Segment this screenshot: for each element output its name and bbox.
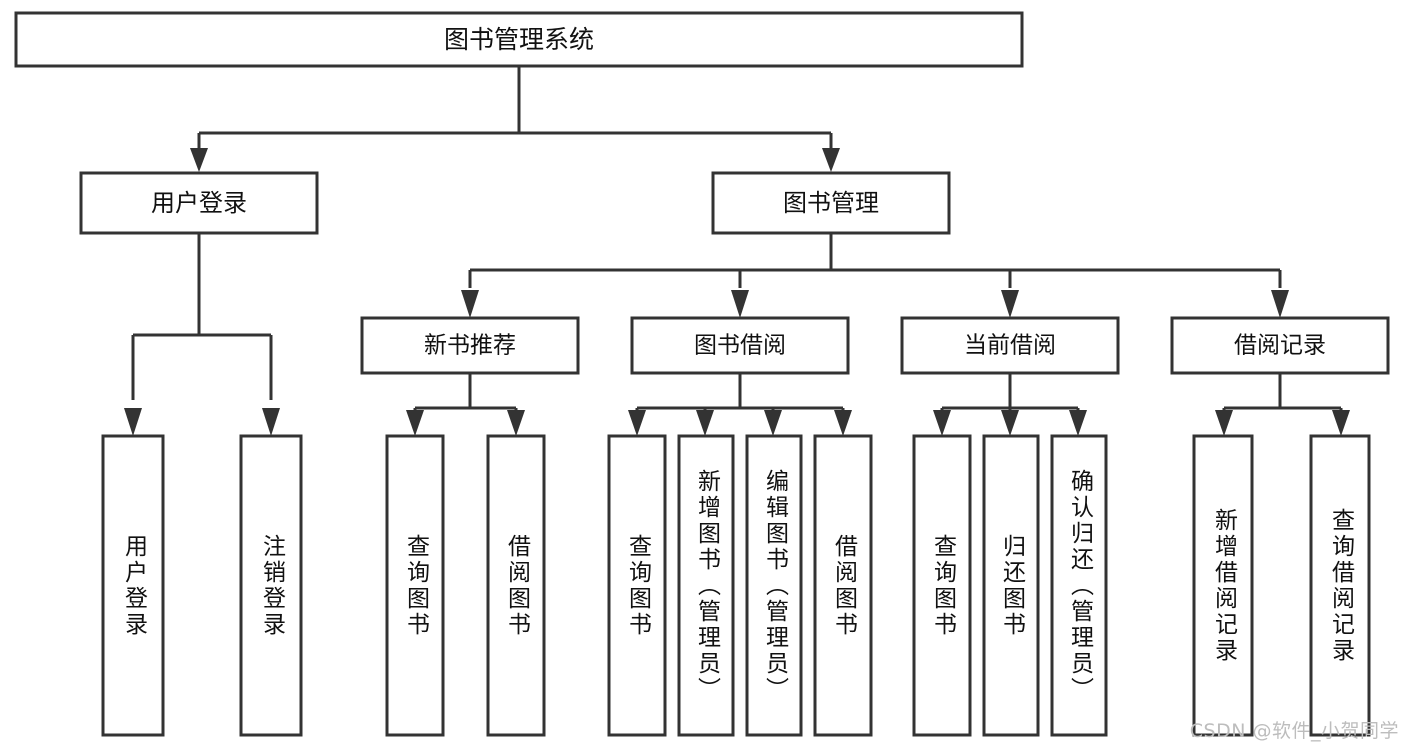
node-root-label: 图书管理系统 xyxy=(444,25,594,54)
node-borrow-record[interactable]: 借阅记录 xyxy=(1170,316,1390,375)
node-root-box[interactable] xyxy=(14,11,1024,68)
node-book-management[interactable]: 图书管理 xyxy=(711,171,951,235)
node-user-login-label: 用户登录 xyxy=(151,189,247,217)
arrow-head-icon xyxy=(764,410,782,436)
arrow-head-icon xyxy=(461,290,479,318)
node-book-borrow-box[interactable] xyxy=(630,316,850,375)
arrow-head-icon xyxy=(696,410,714,436)
node-user-login-box[interactable] xyxy=(79,171,319,235)
node-new-book-recommend-box[interactable] xyxy=(360,316,580,375)
node-current-borrow-box[interactable] xyxy=(900,316,1120,375)
arrow-head-icon xyxy=(731,290,749,318)
arrow-head-icon xyxy=(1332,410,1350,436)
arrow-head-icon xyxy=(262,408,280,436)
arrow-head-icon xyxy=(1069,410,1087,436)
node-borrow-record-box[interactable] xyxy=(1170,316,1390,375)
connector-borrow-to-leaves xyxy=(628,373,852,436)
node-current-borrow-label: 当前借阅 xyxy=(964,333,1056,359)
arrow-head-icon xyxy=(822,148,840,172)
arrow-head-icon xyxy=(507,410,525,436)
arrow-head-icon xyxy=(124,408,142,436)
connector-newbook-to-leaves xyxy=(406,373,525,436)
arrow-head-icon xyxy=(1215,410,1233,436)
leaf-box-borrow-book-2[interactable] xyxy=(813,434,873,737)
leaf-box-query-record[interactable] xyxy=(1309,434,1371,737)
arrow-head-icon xyxy=(1001,410,1019,436)
node-book-borrow[interactable]: 图书借阅 xyxy=(630,316,850,375)
leaf-box-borrow-book-1[interactable] xyxy=(486,434,546,737)
node-new-book-recommend-label: 新书推荐 xyxy=(424,333,516,359)
connector-root-to-level1 xyxy=(190,66,840,172)
leaf-box-add-book[interactable] xyxy=(677,434,735,737)
arrow-head-icon xyxy=(1271,290,1289,318)
leaf-box-logout[interactable] xyxy=(239,434,303,737)
node-borrow-record-label: 借阅记录 xyxy=(1234,333,1326,359)
node-book-management-label: 图书管理 xyxy=(783,189,879,217)
leaf-box-return-book[interactable] xyxy=(982,434,1040,737)
node-user-login[interactable]: 用户登录 xyxy=(79,171,319,235)
leaf-box-user-login[interactable] xyxy=(101,434,165,737)
connector-record-to-leaves xyxy=(1215,373,1350,436)
arrow-head-icon xyxy=(834,410,852,436)
leaf-box-query-book-3[interactable] xyxy=(912,434,972,737)
connector-userlogin-to-leaves xyxy=(124,233,280,436)
node-root[interactable]: 图书管理系统 xyxy=(14,11,1024,68)
node-book-borrow-label: 图书借阅 xyxy=(694,333,786,359)
csdn-watermark: CSDN @软件_小贺同学 xyxy=(1189,720,1399,742)
leaf-boxes xyxy=(101,434,1371,737)
leaf-box-query-book-2[interactable] xyxy=(607,434,667,737)
arrow-head-icon xyxy=(406,410,424,436)
leaf-box-confirm-return[interactable] xyxy=(1050,434,1108,737)
node-new-book-recommend[interactable]: 新书推荐 xyxy=(360,316,580,375)
arrow-head-icon xyxy=(628,410,646,436)
node-book-management-box[interactable] xyxy=(711,171,951,235)
arrow-head-icon xyxy=(1001,290,1019,318)
leaf-box-edit-book[interactable] xyxy=(745,434,803,737)
leaf-box-add-record[interactable] xyxy=(1192,434,1254,737)
node-current-borrow[interactable]: 当前借阅 xyxy=(900,316,1120,375)
arrow-head-icon xyxy=(190,148,208,172)
arrow-head-icon xyxy=(933,410,951,436)
leaf-box-query-book-1[interactable] xyxy=(385,434,445,737)
connector-bookmgmt-to-level2 xyxy=(461,233,1289,318)
connector-current-to-leaves xyxy=(933,373,1087,436)
